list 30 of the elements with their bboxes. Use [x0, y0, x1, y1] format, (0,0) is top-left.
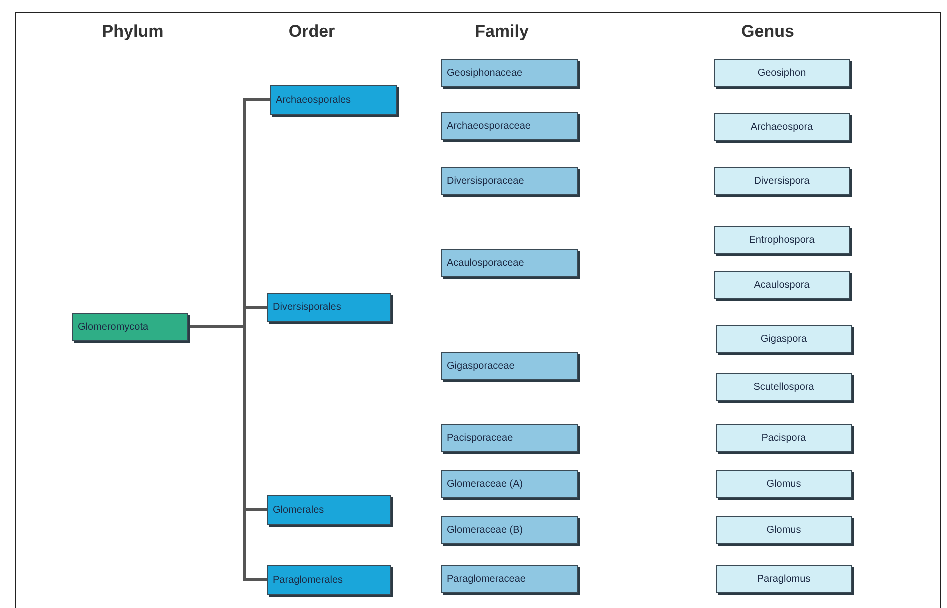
genus-box: Diversispora [714, 167, 850, 195]
connector-line [188, 326, 267, 582]
column-heading: Family [475, 22, 529, 42]
order-box: Glomerales [267, 495, 391, 525]
family-box: Glomeraceae (B) [441, 516, 578, 544]
order-box: Paraglomerales [267, 565, 391, 595]
genus-box: Geosiphon [714, 59, 850, 87]
order-box: Diversisporales [267, 293, 391, 322]
order-box: Archaeosporales [270, 85, 397, 115]
genus-box: Gigaspora [716, 325, 852, 353]
genus-box: Pacispora [716, 424, 852, 452]
column-heading: Order [288, 22, 336, 42]
family-box: Acaulosporaceae [441, 249, 578, 277]
genus-box: Glomus [716, 516, 852, 544]
genus-box: Entrophospora [714, 226, 850, 254]
genus-box: Acaulospora [714, 271, 850, 299]
family-box: Diversisporaceae [441, 167, 578, 195]
column-heading: Genus [742, 22, 794, 42]
family-box: Pacisporaceae [441, 424, 578, 452]
genus-box: Glomus [716, 470, 852, 498]
family-box: Glomeraceae (A) [441, 470, 578, 498]
family-box: Paraglomeraceae [441, 565, 578, 593]
family-box: Archaeosporaceae [441, 112, 578, 140]
phylum-box: Glomeromycota [72, 313, 188, 341]
genus-box: Archaeospora [714, 113, 850, 141]
family-box: Gigasporaceae [441, 352, 578, 380]
genus-box: Scutellospora [716, 373, 852, 401]
genus-box: Paraglomus [716, 565, 852, 593]
family-box: Geosiphonaceae [441, 59, 578, 87]
column-heading: Phylum [102, 22, 164, 42]
